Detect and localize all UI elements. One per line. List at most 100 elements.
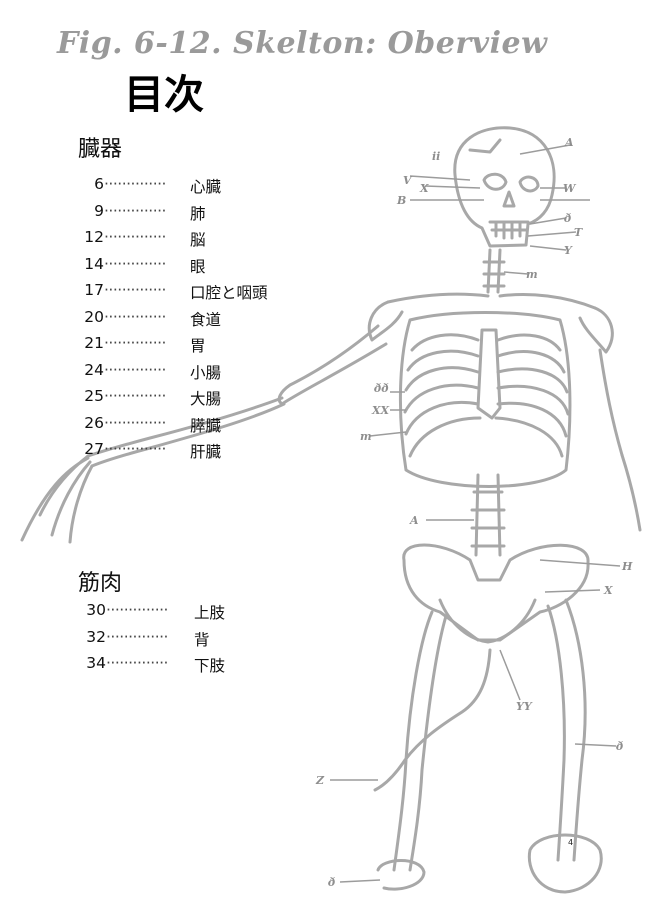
- page-number: 4: [568, 838, 574, 847]
- lumbar-spine: [470, 473, 506, 557]
- toc-page-number: 27: [84, 440, 104, 458]
- toc-entry[interactable]: 12··············脳: [0, 228, 330, 255]
- toc-leader-dots: ··············: [104, 334, 166, 352]
- toc-label: 胃: [190, 337, 206, 355]
- figure-label: A: [564, 136, 574, 149]
- figure-label: ð: [615, 740, 623, 753]
- toc-label: 背: [194, 630, 210, 649]
- toc-entry[interactable]: 26·············· 膵臓: [0, 414, 330, 441]
- figure-label: ð: [327, 876, 335, 889]
- figure-label: ii: [432, 150, 440, 163]
- teeth: [488, 220, 530, 240]
- toc-label: 口腔と咽頭: [190, 284, 268, 302]
- figure-label: Y: [564, 244, 573, 257]
- forearm-right: [620, 453, 642, 532]
- figure-label: A: [409, 514, 419, 527]
- toc-entry[interactable]: 20··············食道: [0, 308, 330, 335]
- toc-leader-dots: ··············: [104, 413, 166, 432]
- toc-leader-dots: ··············: [106, 601, 168, 619]
- toc-label: 食道: [190, 310, 222, 329]
- humerus-right: [598, 348, 624, 457]
- toc-page-number: 20: [84, 307, 104, 326]
- knee-left: [376, 859, 426, 891]
- section-heading-muscles: 筋肉: [78, 571, 123, 596]
- page-title: 目次: [124, 71, 204, 118]
- toc-leader-dots: ··············: [106, 654, 168, 672]
- toc-page-number: 30: [86, 601, 106, 619]
- toc-leader-dots: ··············: [104, 387, 166, 405]
- figure-label: X: [419, 182, 429, 195]
- toc-page-number: 21: [84, 334, 104, 352]
- toc-label: 心臓: [190, 178, 222, 196]
- pelvis: [402, 543, 590, 642]
- figure-label: T: [574, 226, 583, 239]
- figure-caption: Fig. 6-12. Skelton: Oberview: [57, 26, 548, 61]
- femur-right: [546, 598, 587, 862]
- toc-label: 膵臓: [190, 416, 222, 435]
- ribcage-outline: [398, 311, 572, 488]
- toc-label: 眼: [190, 257, 206, 276]
- toc-page-number: 32: [86, 627, 106, 646]
- toc-leader-dots: ··············: [104, 175, 166, 193]
- toc-entry[interactable]: 25·············· 大腸: [0, 387, 330, 414]
- figure-label: H: [621, 560, 633, 573]
- toc-leader-dots: ··············: [104, 201, 166, 220]
- toc-entry[interactable]: 30·············· 上肢: [0, 601, 330, 628]
- eye-socket-left: [482, 172, 508, 191]
- toc-leader-dots: ··············: [104, 254, 166, 273]
- toc-page-number: 12: [84, 228, 104, 246]
- shoulder-right: [578, 306, 614, 354]
- figure-label: XX: [371, 404, 390, 417]
- toc-label: 下肢: [194, 657, 226, 675]
- toc-leader-dots: ··············: [104, 360, 166, 379]
- toc-leader-dots: ··············: [104, 281, 166, 299]
- toc-entry[interactable]: 27··············肝臓: [0, 440, 330, 467]
- eye-socket-right: [518, 175, 540, 193]
- toc-page-number: 24: [84, 360, 104, 379]
- figure-label: ðð: [373, 382, 389, 395]
- section-heading-organs: 臓器: [78, 137, 123, 162]
- toc-entry[interactable]: 17··············口腔と咽頭: [0, 281, 330, 308]
- figure-label: m: [360, 430, 372, 443]
- toc-leader-dots: ··············: [106, 627, 168, 646]
- figure-label: X: [603, 584, 613, 597]
- figure-label: V: [403, 174, 413, 187]
- femur-left: [392, 610, 448, 872]
- toc-entry[interactable]: 32·············· 背: [0, 628, 330, 655]
- clavicle-right: [498, 293, 597, 310]
- ribs-left: [403, 333, 482, 458]
- toc-entry[interactable]: 6·············· 心臓: [0, 175, 330, 202]
- figure-label: ð: [563, 212, 571, 225]
- toc-label: 上肢: [194, 604, 226, 622]
- skull: [453, 126, 556, 248]
- toc-entry[interactable]: 14·············· 眼: [0, 255, 330, 282]
- shoulder-left: [367, 300, 404, 342]
- ribs-right: [494, 333, 570, 458]
- toc-entry[interactable]: 21·············· 胃: [0, 334, 330, 361]
- figure-label: YY: [516, 700, 533, 713]
- toc-label: 大腸: [190, 390, 222, 408]
- toc-page-number: 25: [84, 387, 104, 405]
- toc-label: 肺: [190, 204, 206, 223]
- forearm-left: [86, 396, 286, 468]
- nasal: [502, 190, 516, 208]
- toc-page-number: 6: [94, 175, 104, 193]
- toc-entry[interactable]: 24··············小腸: [0, 361, 330, 388]
- sternum: [476, 328, 502, 420]
- figure-label: m: [526, 268, 538, 281]
- toc-label: 肝臓: [190, 443, 222, 461]
- toc-label: 脳: [190, 231, 206, 249]
- toc-page-number: 14: [84, 254, 104, 273]
- clavicle-left: [386, 292, 490, 304]
- figure-label: B: [396, 194, 406, 207]
- toc-page-number: 9: [94, 201, 104, 220]
- coccyx-chain: [373, 648, 492, 792]
- humerus-left: [277, 324, 388, 406]
- cervical-spine: [482, 248, 506, 294]
- toc-entry[interactable]: 34··············下肢: [0, 654, 330, 681]
- toc-page-number: 26: [84, 413, 104, 432]
- toc-entry[interactable]: 9·············· 肺: [0, 202, 330, 229]
